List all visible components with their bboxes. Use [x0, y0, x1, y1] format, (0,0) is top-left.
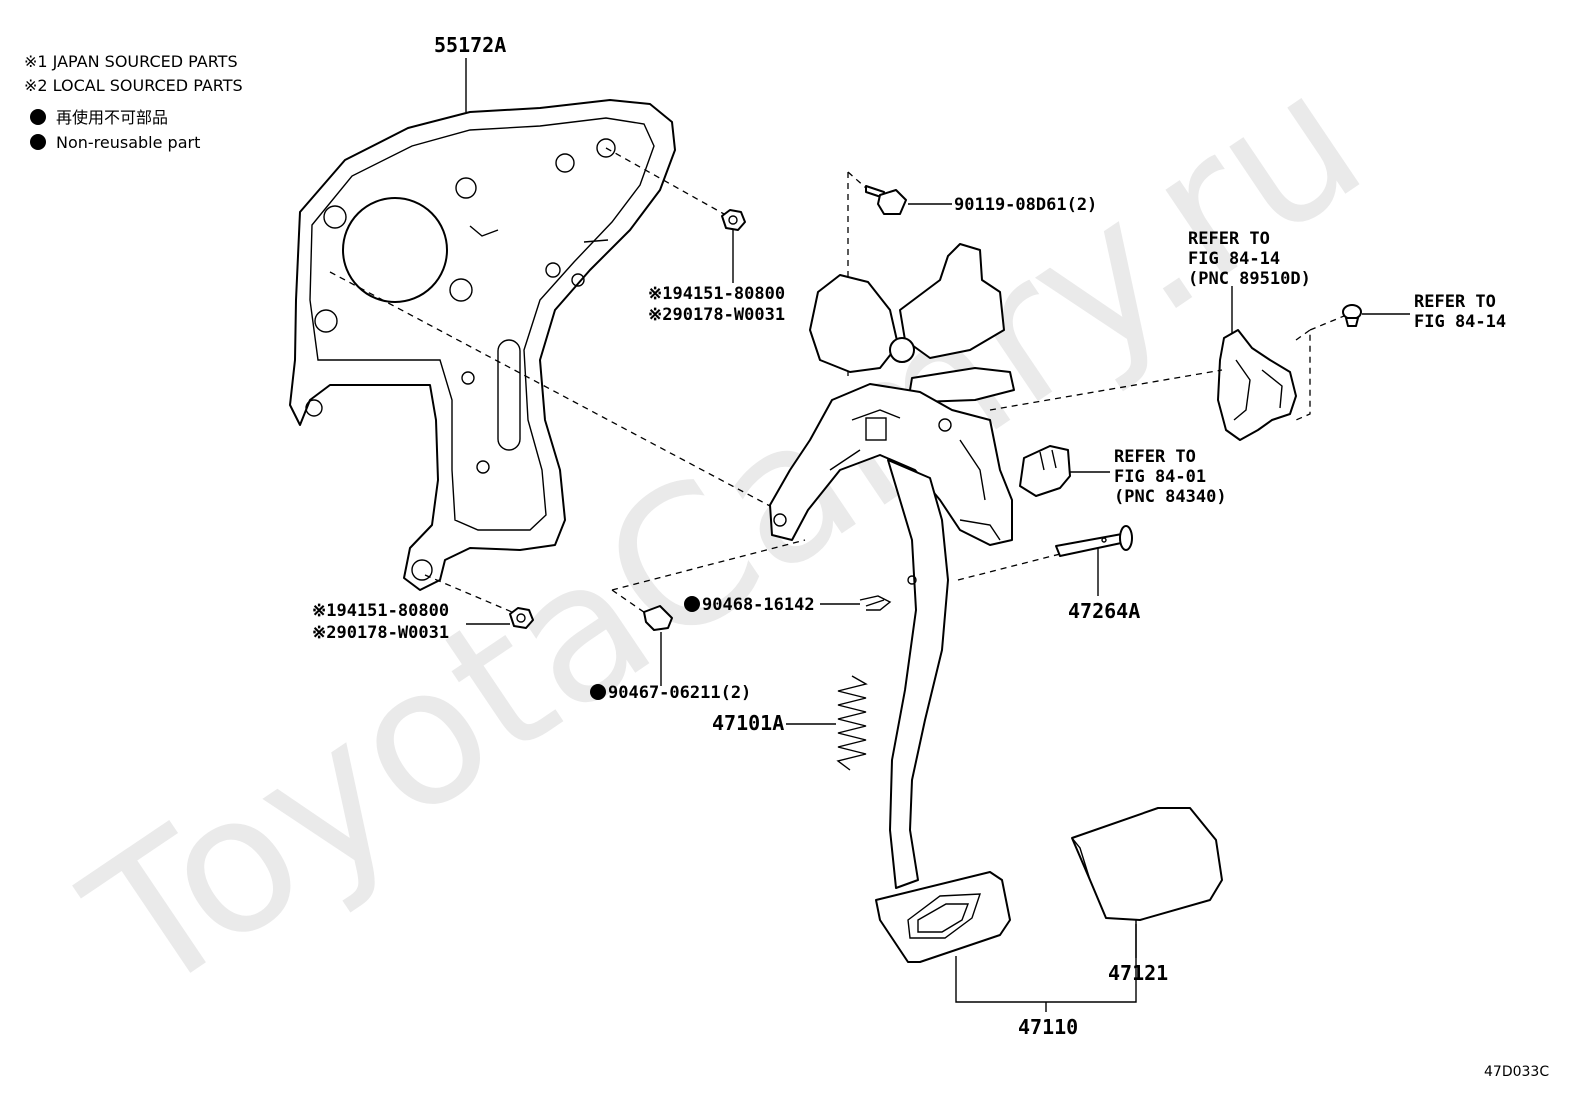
label-clip-90468: 90468-16142 — [702, 595, 815, 615]
label-refer-b-line1: REFER TO — [1414, 292, 1496, 312]
label-47121: 47121 — [1108, 961, 1168, 985]
pedal-bracket-assembly — [769, 243, 1015, 546]
non-reusable-dot-icon — [30, 109, 46, 125]
label-refer-c-line1: REFER TO — [1114, 447, 1196, 467]
label-refer-b-line2: FIG 84-14 — [1414, 312, 1506, 332]
label-refer-c-line2: FIG 84-01 — [1114, 467, 1206, 487]
non-reusable-dot-icon — [590, 684, 606, 700]
pedal-stroke-sensor — [1217, 329, 1297, 441]
stop-lamp-switch — [1019, 445, 1071, 497]
label-47101a: 47101A — [712, 711, 784, 735]
brake-pedal-47110 — [875, 459, 1011, 963]
label-bolt-90119: 90119-08D61(2) — [954, 195, 1097, 215]
return-spring-47101a — [836, 675, 868, 771]
label-refer-a-line2: FIG 84-14 — [1188, 249, 1280, 269]
label-refer-c-line3: (PNC 84340) — [1114, 487, 1227, 507]
legend-non-reusable-en: Non-reusable part — [56, 133, 200, 152]
label-nut-bottom-local: ※290178-W0031 — [312, 623, 449, 643]
label-nut-bottom-japan: ※194151-80800 — [312, 601, 449, 621]
pin-47264a — [1055, 525, 1133, 557]
label-nut-top-local: ※290178-W0031 — [648, 305, 785, 325]
bolt-90119 — [865, 185, 907, 215]
label-nut-top-japan: ※194151-80800 — [648, 284, 785, 304]
label-cushion-90467: 90467-06211(2) — [608, 683, 751, 703]
clip-90468 — [859, 595, 892, 611]
label-55172a: 55172A — [434, 33, 506, 57]
nut-top — [721, 209, 746, 231]
spring-coil — [836, 675, 868, 771]
label-refer-a-line3: (PNC 89510D) — [1188, 269, 1311, 289]
label-47110: 47110 — [1018, 1015, 1078, 1039]
legend: ※1 JAPAN SOURCED PARTS ※2 LOCAL SOURCED … — [24, 52, 243, 152]
label-47264a: 47264A — [1068, 599, 1140, 623]
legend-japan-sourced: ※1 JAPAN SOURCED PARTS — [24, 52, 238, 71]
sensor-clip — [1342, 304, 1362, 327]
cushion-90467 — [643, 605, 673, 631]
legend-non-reusable-jp: 再使用不可部品 — [56, 108, 168, 127]
bracket-55172a — [289, 99, 676, 591]
non-reusable-dot-icon — [684, 596, 700, 612]
figure-code: 47D033C — [1484, 1064, 1549, 1080]
nut-bottom — [509, 607, 534, 629]
pedal-pad-47121 — [1071, 807, 1223, 921]
legend-local-sourced: ※2 LOCAL SOURCED PARTS — [24, 76, 243, 95]
label-refer-a-line1: REFER TO — [1188, 229, 1270, 249]
non-reusable-dot-icon — [30, 134, 46, 150]
